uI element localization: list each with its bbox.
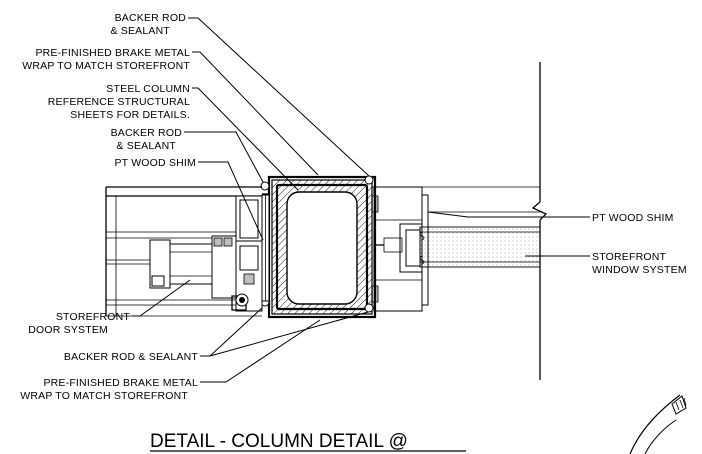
label-backer-rod-top-2: & SEALANT <box>110 25 170 37</box>
label-storefront-window-2: WINDOW SYSTEM <box>592 264 687 276</box>
leader-lines <box>132 17 590 383</box>
label-brake-metal-top-1: PRE-FINISHED BRAKE METAL <box>35 47 190 59</box>
label-storefront-window-1: STOREFRONT <box>592 251 667 263</box>
label-steel-column-3: SHEETS FOR DETAILS. <box>70 109 190 121</box>
label-storefront-door-1: STOREFRONT <box>56 311 131 323</box>
detail-title: DETAIL - COLUMN DETAIL @ <box>150 431 466 452</box>
label-backer-rod-top-1: BACKER ROD <box>115 12 187 24</box>
label-pt-wood-shim-right: PT WOOD SHIM <box>592 212 674 224</box>
label-storefront-door-2: DOOR SYSTEM <box>28 324 108 336</box>
window-glazing <box>419 226 541 268</box>
pt-wood-shims <box>261 194 270 302</box>
storefront-door-frame <box>105 186 263 317</box>
detail-title-text: DETAIL - COLUMN DETAIL @ <box>150 431 408 452</box>
label-backer-rod-mid-1: BACKER ROD <box>111 127 183 139</box>
label-steel-column-2: REFERENCE STRUCTURAL <box>48 96 190 108</box>
label-backer-rod-mid-2: & SEALANT <box>116 140 176 152</box>
steel-column <box>271 179 373 315</box>
corner-ornament <box>629 394 687 454</box>
label-brake-metal-top-2: WRAP TO MATCH STOREFRONT <box>22 60 190 72</box>
callout-labels: BACKER ROD & SEALANT PRE-FINISHED BRAKE … <box>20 12 687 402</box>
label-brake-metal-bottom-2: WRAP TO MATCH STOREFRONT <box>20 390 188 402</box>
label-brake-metal-bottom-1: PRE-FINISHED BRAKE METAL <box>43 377 198 389</box>
label-pt-wood-shim-left: PT WOOD SHIM <box>114 157 196 169</box>
label-steel-column-1: STEEL COLUMN <box>106 83 190 95</box>
label-backer-rod-bottom: BACKER ROD & SEALANT <box>64 351 199 363</box>
